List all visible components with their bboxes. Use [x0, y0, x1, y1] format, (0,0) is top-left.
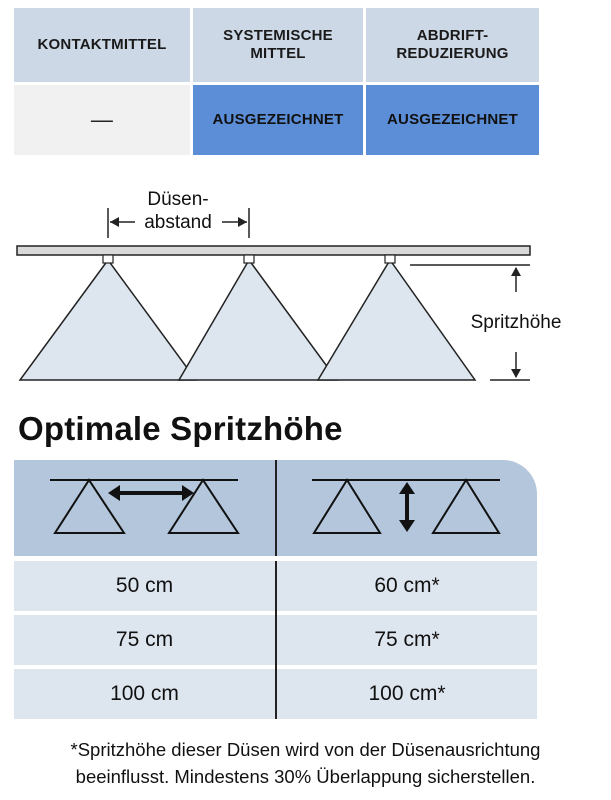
spray-cone-3	[316, 258, 477, 381]
footnote-line-2: beeinflusst. Mindestens 30% Überlappung …	[75, 766, 536, 787]
nozzle-3	[384, 254, 396, 264]
value-abdrift-reduzierung: AUSGEZEICHNET	[366, 85, 539, 155]
height-value: 75 cm*	[374, 628, 440, 651]
nozzle-spacing-diagram: Düsen- abstand Spritzhöhe	[16, 189, 562, 381]
header-kontaktmittel: KONTAKTMITTEL	[14, 8, 190, 82]
spacing-value: 75 cm	[115, 628, 174, 651]
spacing-arrowhead-left	[110, 217, 119, 227]
spacing-value: 50 cm	[115, 574, 174, 597]
spacing-arrowhead-right	[238, 217, 247, 227]
height-value: 60 cm*	[374, 574, 440, 597]
column-divider	[275, 561, 277, 719]
spacing-label-line2: abstand	[144, 212, 212, 233]
height-arrowhead-up	[511, 267, 521, 276]
rating-table: KONTAKTMITTEL SYSTEMISCHE MITTEL ABDRIFT…	[14, 8, 539, 158]
value-systemische-mittel: AUSGEZEICHNET	[193, 85, 363, 155]
spacing-icon	[50, 478, 240, 534]
header-abdrift-reduzierung: ABDRIFT- REDUZIERUNG	[366, 8, 539, 82]
height-icon	[312, 478, 501, 534]
spacing-label-line1: Düsen-	[147, 189, 208, 210]
height-label: Spritzhöhe	[471, 312, 562, 333]
nozzle-1	[102, 254, 114, 264]
height-arrowhead-down	[511, 369, 521, 378]
footnote: *Spritzhöhe dieser Düsen wird von der Dü…	[0, 736, 611, 790]
spray-height-table: 50 cm 60 cm* 75 cm 75 cm* 100 cm 100 cm*	[14, 460, 537, 722]
footnote-line-1: *Spritzhöhe dieser Düsen wird von der Dü…	[70, 739, 541, 760]
spray-boom	[16, 245, 531, 256]
value-kontaktmittel: —	[14, 85, 190, 155]
header-systemische-mittel: SYSTEMISCHE MITTEL	[193, 8, 363, 82]
spray-cone-2	[177, 258, 339, 381]
spray-cone-1	[18, 258, 198, 381]
height-value: 100 cm*	[368, 682, 446, 705]
spacing-value: 100 cm	[110, 682, 179, 705]
section-title: Optimale Spritzhöhe	[18, 410, 343, 447]
column-divider	[275, 460, 277, 556]
nozzle-2	[243, 254, 255, 264]
